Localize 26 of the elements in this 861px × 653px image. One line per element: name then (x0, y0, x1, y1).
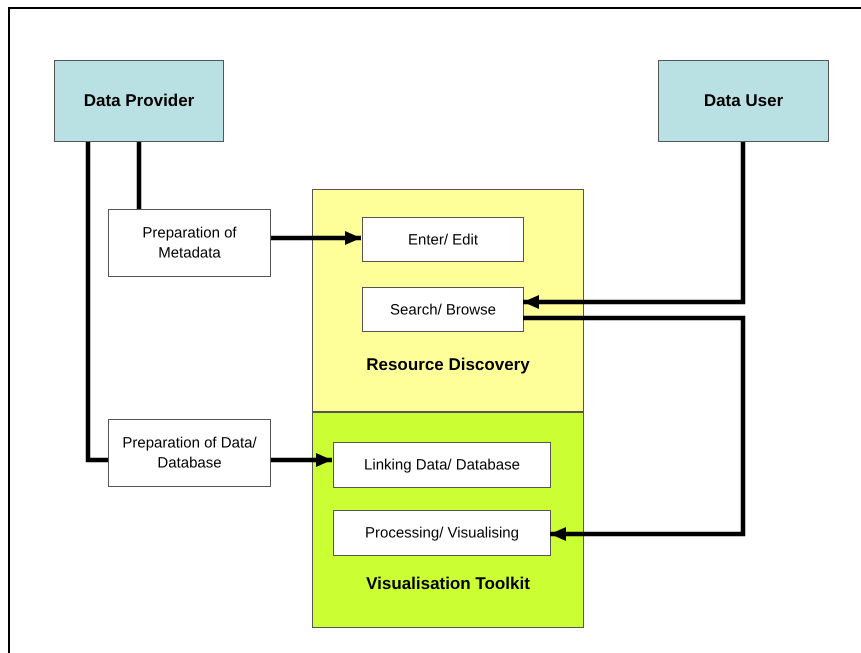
connector-line (86, 142, 108, 462)
actor-box (54, 60, 224, 142)
module-panel (312, 189, 584, 412)
module-panel (312, 412, 584, 628)
module-heading: Visualisation Toolkit (365, 573, 531, 595)
function-label: Search/ Browse (389, 300, 497, 320)
function-label: Enter/ Edit (406, 230, 480, 250)
connector-line (136, 142, 142, 209)
arrow (523, 316, 746, 541)
function-box (333, 510, 551, 556)
actor-label: Data Provider (82, 90, 196, 112)
actor-box (658, 60, 829, 142)
function-label: Linking Data/ Database (363, 455, 521, 475)
process-label: Preparation of Metadata (141, 224, 238, 262)
module-heading: Resource Discovery (365, 354, 531, 376)
arrow (523, 142, 746, 309)
actor-label: Data User (702, 90, 784, 112)
arrow (271, 453, 332, 467)
process-label: Preparation of Data/ Database (121, 434, 258, 472)
function-box (362, 287, 524, 332)
function-label: Processing/ Visualising (364, 523, 520, 543)
arrow (271, 231, 361, 245)
function-box (362, 217, 524, 262)
process-box (108, 419, 271, 487)
process-box (108, 209, 271, 277)
function-box (333, 442, 551, 488)
